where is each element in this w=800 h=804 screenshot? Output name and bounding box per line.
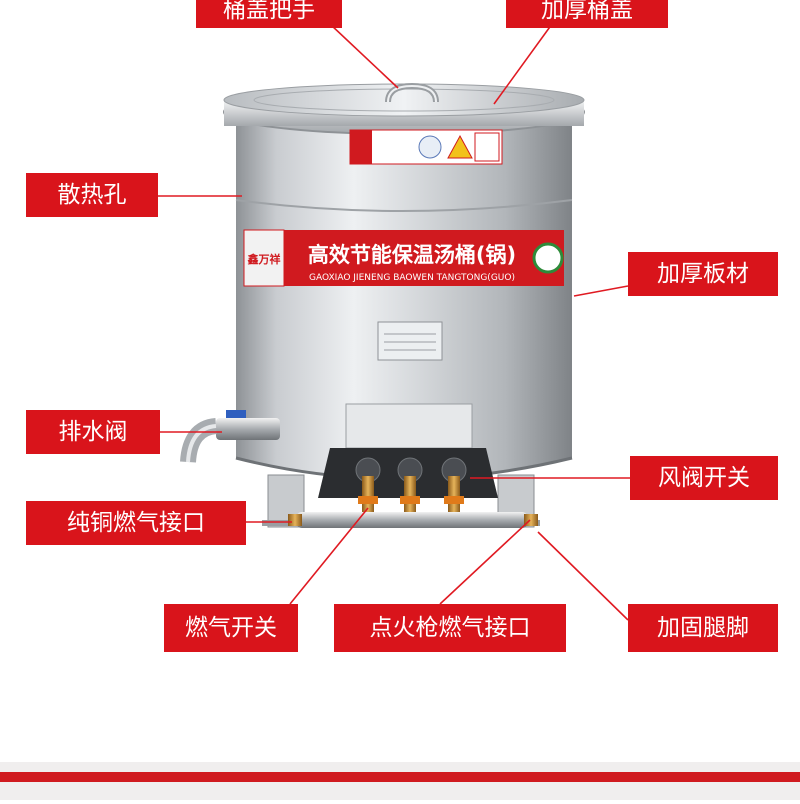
- label-lid-handle: 桶盖把手: [196, 0, 342, 28]
- leader-lines: [158, 23, 630, 621]
- label-thick-lid: 加厚桶盖: [506, 0, 668, 28]
- drain-valve: [180, 410, 280, 463]
- gas-manifold: [288, 512, 538, 528]
- label-air-valve-switch: 风阀开关: [630, 456, 778, 500]
- label-gas-switch: 燃气开关: [164, 604, 298, 652]
- warning-sticker: [349, 129, 503, 165]
- brand-text: 鑫万祥: [247, 252, 281, 266]
- gas-valves: [358, 476, 464, 512]
- nameplate: [377, 321, 443, 361]
- label-drain-valve: 排水阀: [26, 410, 160, 454]
- label-vent-holes: 散热孔: [26, 173, 158, 217]
- bottom-band: [0, 762, 800, 800]
- product-title: 高效节能保温汤桶(锅): [308, 243, 516, 267]
- label-thick-plate: 加厚板材: [628, 252, 778, 296]
- product-pinyin: GAOXIAO JIENENG BAOWEN TANGTONG(GUO): [309, 273, 515, 283]
- lid-handle: [385, 82, 439, 103]
- label-copper-gas-inlet: 纯铜燃气接口: [26, 501, 246, 545]
- label-reinforced-legs: 加固腿脚: [628, 604, 778, 652]
- label-igniter-gas-inlet: 点火枪燃气接口: [334, 604, 566, 652]
- thick-lid: [223, 83, 585, 135]
- product-band: 鑫万祥 高效节能保温汤桶(锅) GAOXIAO JIENENG BAOWEN T…: [243, 229, 564, 287]
